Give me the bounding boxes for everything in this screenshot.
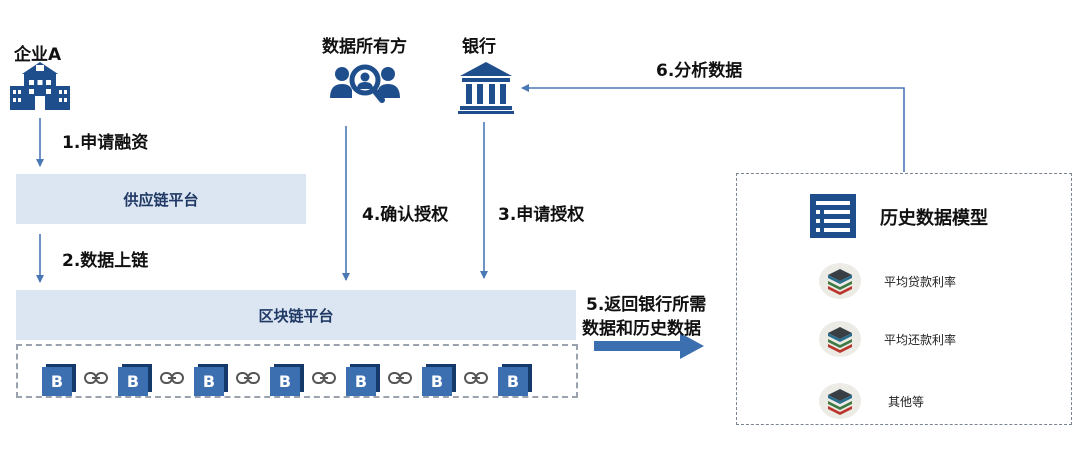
block-icon: B xyxy=(346,364,380,396)
step-confirm-authorization: 4.确认授权 xyxy=(362,205,449,225)
step-apply-financing: 1.申请融资 xyxy=(62,133,149,153)
model-item-label: 其他等 xyxy=(888,395,925,409)
supply-chain-platform-label: 供应链平台 xyxy=(123,190,199,209)
historical-data-model-box xyxy=(736,173,1072,425)
chain-link-icon xyxy=(84,370,108,386)
step-analyze-data: 6.分析数据 xyxy=(656,61,743,81)
model-item-label: 平均还款利率 xyxy=(884,333,957,347)
block-icon: B xyxy=(118,364,152,396)
block-letter: B xyxy=(126,372,140,391)
model-item-label: 平均贷款利率 xyxy=(884,275,957,289)
arrow-analyze-data xyxy=(521,84,905,172)
data-model-icon xyxy=(810,194,856,238)
bank-icon xyxy=(458,62,514,114)
block-letter: B xyxy=(506,372,520,391)
layers-icon xyxy=(818,382,862,420)
step-return-data-line2: 数据和历史数据 xyxy=(582,319,701,339)
layers-icon xyxy=(818,262,862,300)
block-letter: B xyxy=(278,372,292,391)
block-letter: B xyxy=(430,372,444,391)
chain-link-icon xyxy=(160,370,184,386)
blockchain-platform-label: 区块链平台 xyxy=(258,306,334,325)
block-icon: B xyxy=(422,364,456,396)
chain-link-icon xyxy=(464,370,488,386)
data-owner-label: 数据所有方 xyxy=(322,37,407,57)
building-icon xyxy=(10,62,70,110)
step-apply-authorization: 3.申请授权 xyxy=(498,205,585,225)
chain-link-icon xyxy=(236,370,260,386)
bank-label: 银行 xyxy=(462,37,496,57)
enterprise-label: 企业A xyxy=(14,45,62,65)
supply-chain-platform: 供应链平台 xyxy=(16,174,306,224)
block-icon: B xyxy=(194,364,228,396)
layers-icon xyxy=(818,320,862,358)
chain-link-icon xyxy=(312,370,336,386)
arrow-return-data xyxy=(594,333,704,359)
blockchain-platform: 区块链平台 xyxy=(16,290,576,340)
model-title: 历史数据模型 xyxy=(880,208,988,229)
block-icon: B xyxy=(42,364,76,396)
user-search-icon xyxy=(330,64,400,103)
block-letter: B xyxy=(50,372,64,391)
step-data-on-chain: 2.数据上链 xyxy=(62,251,149,271)
block-icon: B xyxy=(498,364,532,396)
block-icon: B xyxy=(270,364,304,396)
chain-link-icon xyxy=(388,370,412,386)
block-letter: B xyxy=(202,372,216,391)
block-letter: B xyxy=(354,372,368,391)
block-chain-strip xyxy=(16,344,578,398)
step-return-data-line1: 5.返回银行所需 xyxy=(586,295,707,315)
